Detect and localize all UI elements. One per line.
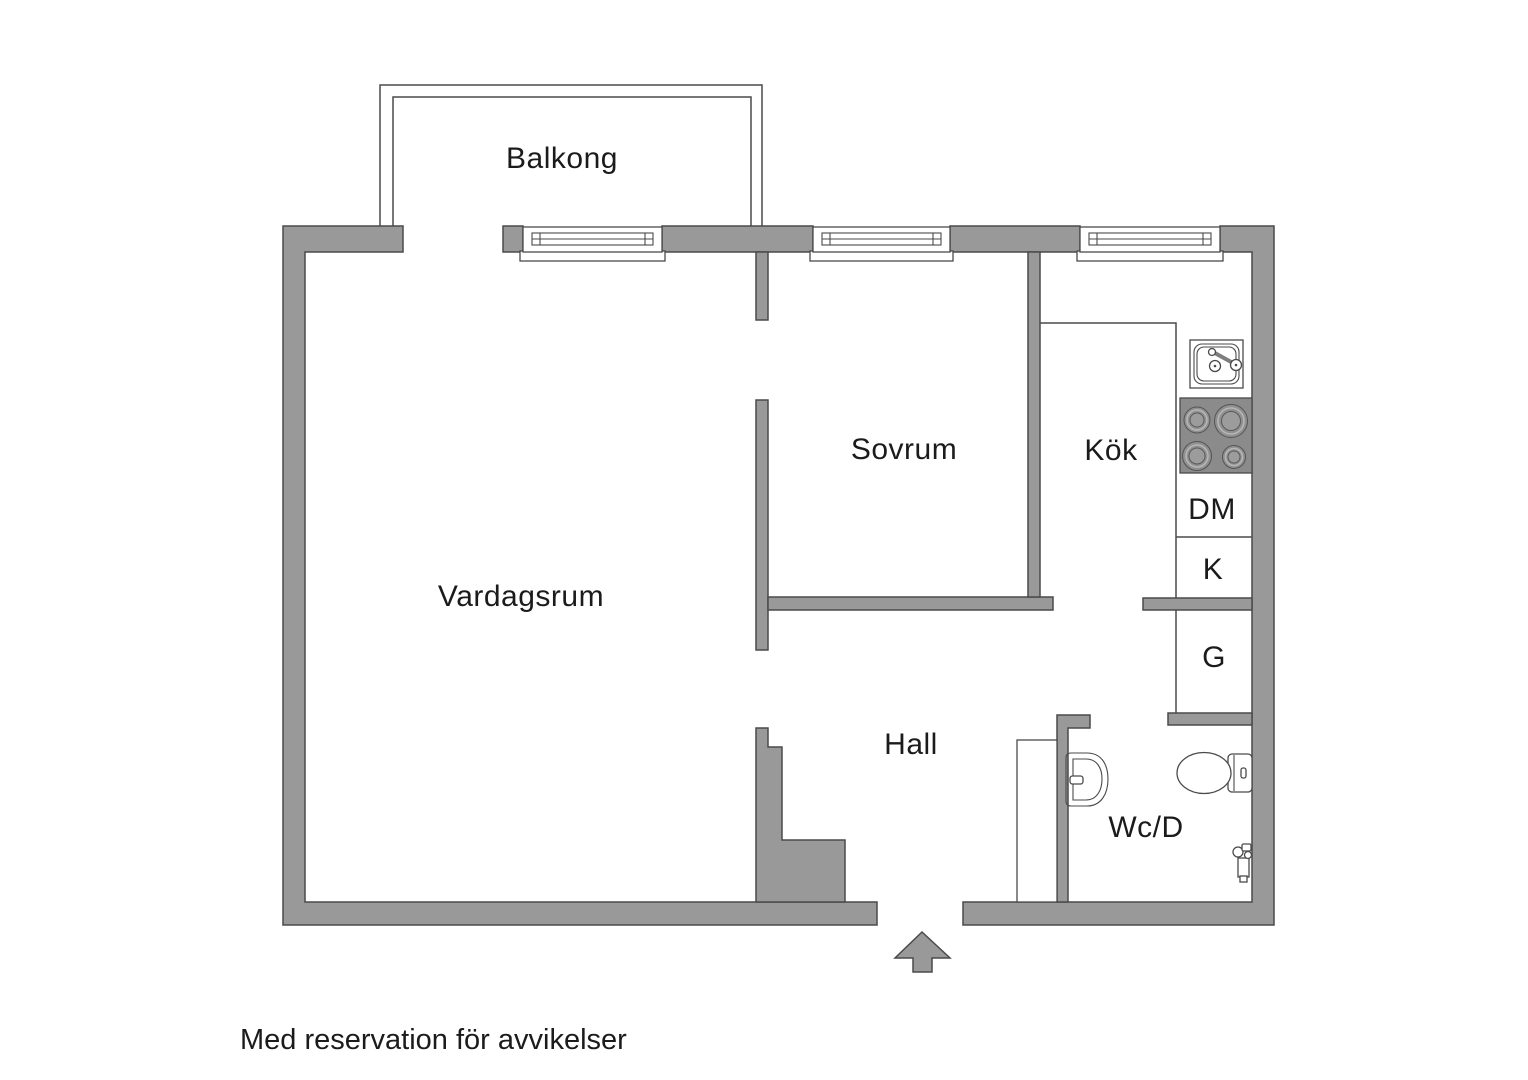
- bedroom-window-icon: [809, 226, 954, 262]
- burner-icon: [1183, 406, 1211, 434]
- wall: [1027, 251, 1041, 598]
- appliance-label-wardrobe: G: [1202, 641, 1226, 674]
- wall: [962, 225, 1275, 926]
- burner-icon: [1182, 441, 1212, 471]
- interior-walls: [755, 251, 1253, 903]
- wall: [661, 225, 814, 253]
- room-label-hall: Hall: [884, 728, 938, 761]
- kitchen-counter: [1040, 322, 1252, 713]
- wall: [755, 251, 769, 321]
- wall: [1142, 597, 1253, 611]
- room-label-sovrum: Sovrum: [850, 433, 958, 466]
- disclaimer-text: Med reservation för avvikelser: [240, 1024, 627, 1056]
- room-label-balkong: Balkong: [506, 142, 618, 175]
- wall: [1167, 712, 1253, 726]
- wall: [502, 225, 524, 253]
- burner-icon: [1222, 445, 1246, 469]
- room-label-wc: Wc/D: [1108, 811, 1184, 844]
- wall-shaft: [755, 727, 846, 903]
- wall: [755, 399, 769, 651]
- balcony-door-window-icon: [519, 226, 666, 262]
- toilet-icon: [1176, 751, 1253, 795]
- wall: [767, 596, 1054, 611]
- wall: [1056, 714, 1091, 903]
- sink-icon: [1189, 339, 1244, 389]
- entrance-arrow-icon: [893, 930, 952, 973]
- entrance-door-leaf: [1016, 739, 1058, 903]
- wall: [282, 225, 878, 926]
- room-label-kok: Kök: [1084, 434, 1138, 467]
- burner-icon: [1214, 404, 1248, 438]
- stove-icon: [1179, 397, 1253, 474]
- washer-tap-icon: [1232, 843, 1253, 883]
- wall: [949, 225, 1081, 253]
- room-label-vardagsrum: Vardagsrum: [437, 580, 605, 613]
- balcony-railing-icon: [379, 84, 763, 226]
- appliance-label-dishwasher: DM: [1188, 493, 1236, 526]
- appliance-label-fridge: K: [1202, 553, 1224, 586]
- washbasin-icon: [1065, 752, 1109, 807]
- kitchen-window-icon: [1076, 226, 1224, 262]
